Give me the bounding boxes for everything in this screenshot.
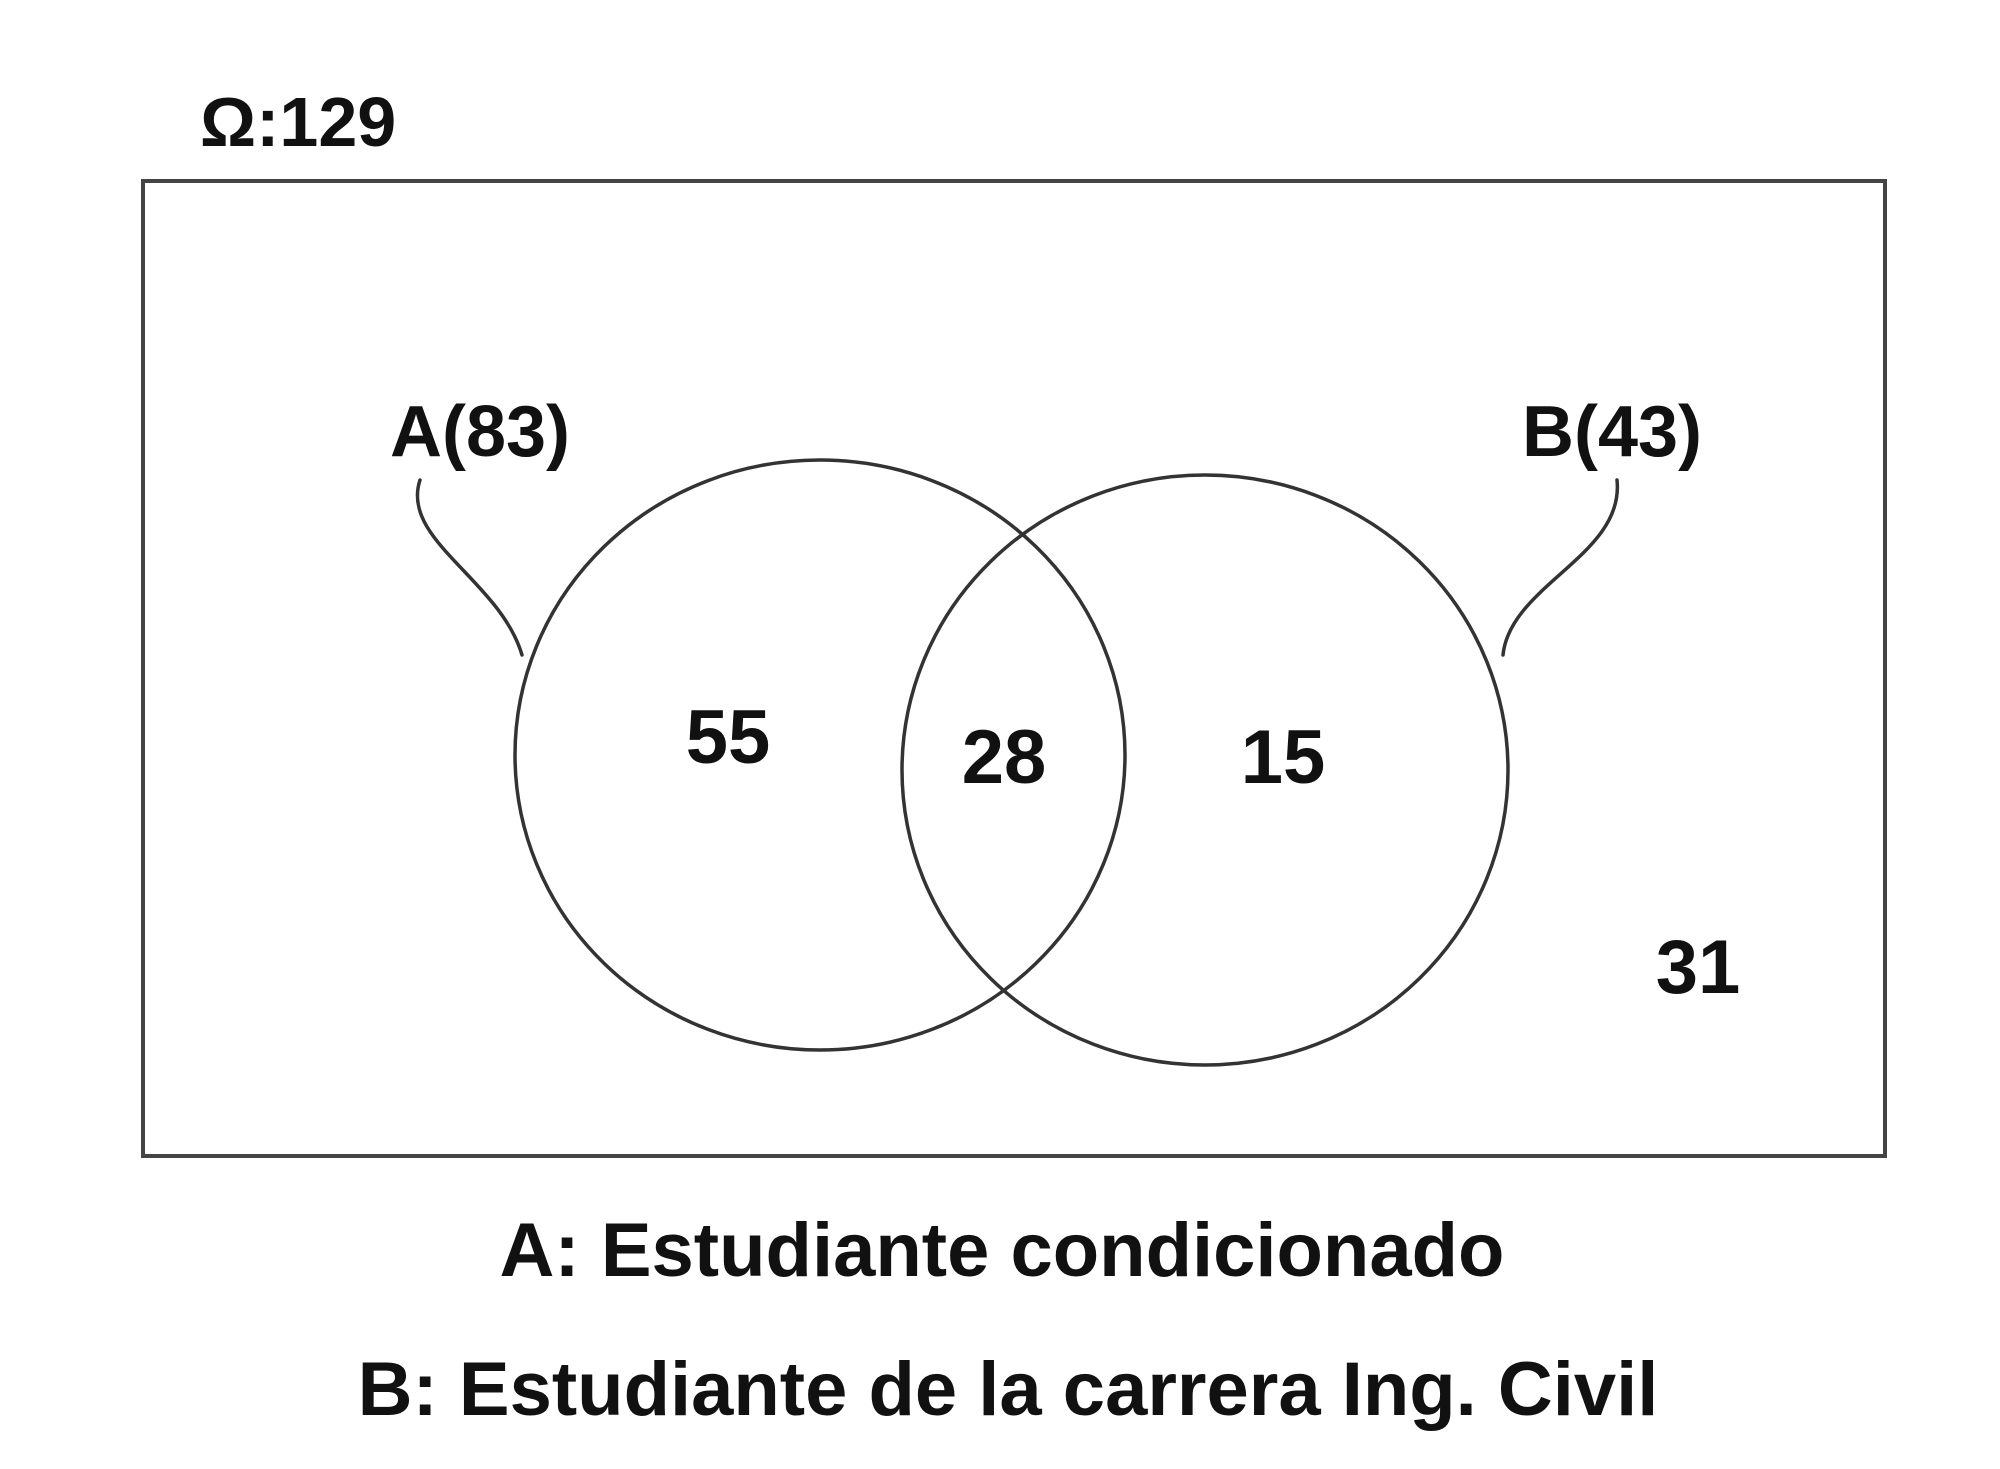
set-a-circle <box>513 458 1127 1052</box>
set-a-label: A(83) <box>390 392 570 472</box>
universe-box <box>141 179 1887 1158</box>
set-b-pointer <box>1501 478 1619 657</box>
region-intersection-value: 28 <box>962 715 1047 800</box>
set-b-label: B(43) <box>1522 392 1702 472</box>
region-outside-value: 31 <box>1656 925 1741 1010</box>
universe-label: Ω:129 <box>200 83 396 161</box>
legend-b: B: Estudiante de la carrera Ing. Civil <box>358 1347 1659 1432</box>
legend-a: A: Estudiante condicionado <box>500 1208 1505 1293</box>
set-b-circle <box>900 473 1510 1067</box>
region-only-b-value: 15 <box>1241 715 1326 800</box>
set-a-pointer <box>415 478 524 657</box>
region-only-a-value: 55 <box>686 695 771 780</box>
